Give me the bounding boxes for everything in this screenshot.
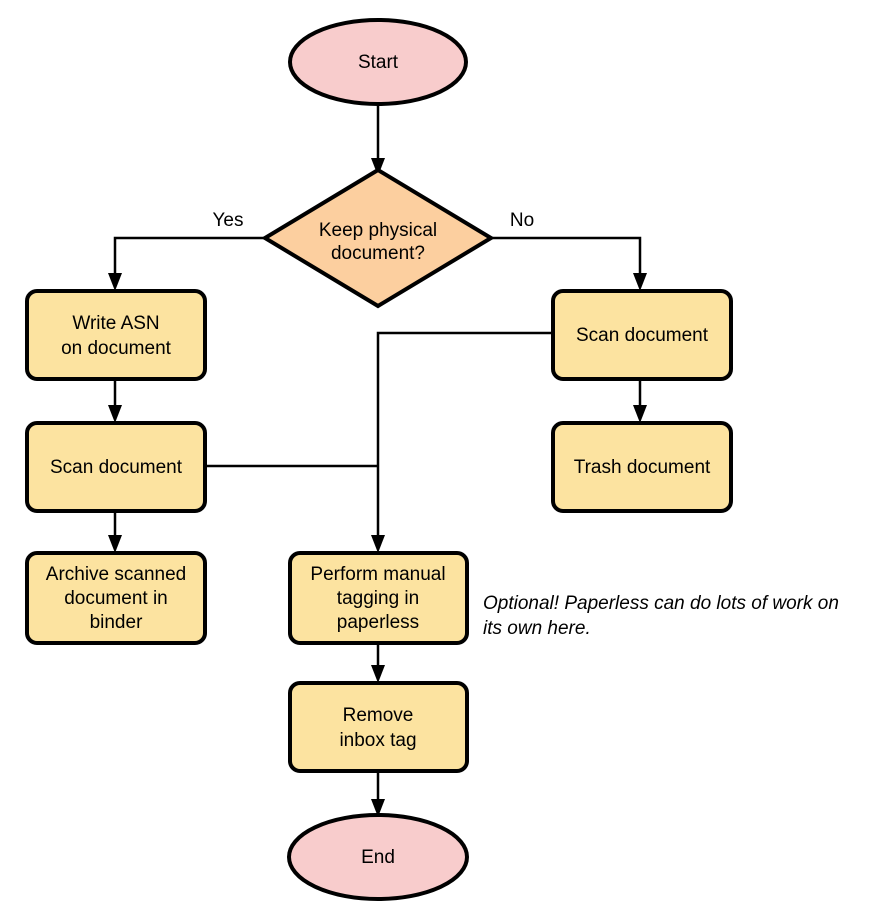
archive-label-line1: Archive scanned [46, 564, 186, 585]
decision-label-line2: document? [331, 243, 425, 264]
start-label: Start [358, 52, 399, 73]
arrowhead-start-to-decision [371, 158, 385, 176]
remove-inbox-tag-label-line1: Remove [343, 705, 414, 726]
decision-diamond-shape [261, 167, 495, 309]
edge-label-yes: Yes [213, 210, 244, 231]
trash-document-label: Trash document [574, 457, 711, 478]
archive-label-line2: document in [64, 588, 168, 609]
annotation-optional-note: Optional! Paperless can do lots of work … [483, 593, 839, 639]
node-scan-document-right[interactable]: Scan document [551, 289, 733, 381]
node-start[interactable]: Start [288, 18, 468, 106]
end-label: End [361, 847, 395, 868]
archive-box-shape [25, 551, 207, 645]
edge-scanright-to-tagging [376, 331, 553, 541]
node-end[interactable]: End [287, 813, 469, 901]
archive-label-line3: binder [90, 612, 143, 633]
optional-note-line2: its own here. [483, 618, 591, 639]
write-asn-label-line2: on document [61, 338, 172, 359]
arrowhead-tagging-to-removeinbox [371, 665, 385, 683]
write-asn-box-shape [25, 289, 207, 381]
tagging-label-line3: paperless [337, 612, 419, 633]
node-archive-scanned-document[interactable]: Archive scanned document in binder [25, 551, 207, 645]
arrowhead-scanright-to-trash [633, 405, 647, 423]
scan-document-right-label: Scan document [576, 325, 709, 346]
arrowhead-decision-yes [108, 273, 122, 291]
tagging-box-shape [288, 551, 469, 645]
arrowhead-scanright-to-tagging [371, 535, 385, 553]
node-perform-manual-tagging[interactable]: Perform manual tagging in paperless [288, 551, 469, 645]
node-remove-inbox-tag[interactable]: Remove inbox tag [288, 681, 469, 773]
scan-document-left-label: Scan document [50, 457, 183, 478]
scan-document-left-box-shape [25, 421, 207, 513]
node-trash-document[interactable]: Trash document [551, 421, 733, 513]
arrowhead-decision-no [633, 273, 647, 291]
optional-note-line1: Optional! Paperless can do lots of work … [483, 593, 839, 614]
trash-document-box-shape [551, 421, 733, 513]
tagging-label-line2: tagging in [337, 588, 419, 609]
remove-inbox-tag-label-line2: inbox tag [339, 730, 416, 751]
connector-layer [108, 104, 647, 817]
node-scan-document-left[interactable]: Scan document [25, 421, 207, 513]
arrowhead-scanleft-to-archive [108, 535, 122, 553]
node-write-asn[interactable]: Write ASN on document [25, 289, 207, 381]
remove-inbox-tag-box-shape [288, 681, 469, 773]
tagging-label-line1: Perform manual [310, 564, 445, 585]
edge-decision-yes [113, 236, 265, 279]
write-asn-label-line1: Write ASN [72, 313, 159, 334]
scan-document-right-box-shape [551, 289, 733, 381]
edge-label-no: No [510, 210, 534, 231]
node-decision-keep-physical-document[interactable]: Keep physical document? [261, 167, 495, 309]
edge-decision-no [491, 236, 642, 279]
arrowhead-writeasn-to-scanleft [108, 405, 122, 423]
end-ellipse-shape [287, 813, 469, 901]
decision-label-line1: Keep physical [319, 220, 437, 241]
arrowhead-removeinbox-to-end [371, 799, 385, 817]
start-ellipse-shape [288, 18, 468, 106]
